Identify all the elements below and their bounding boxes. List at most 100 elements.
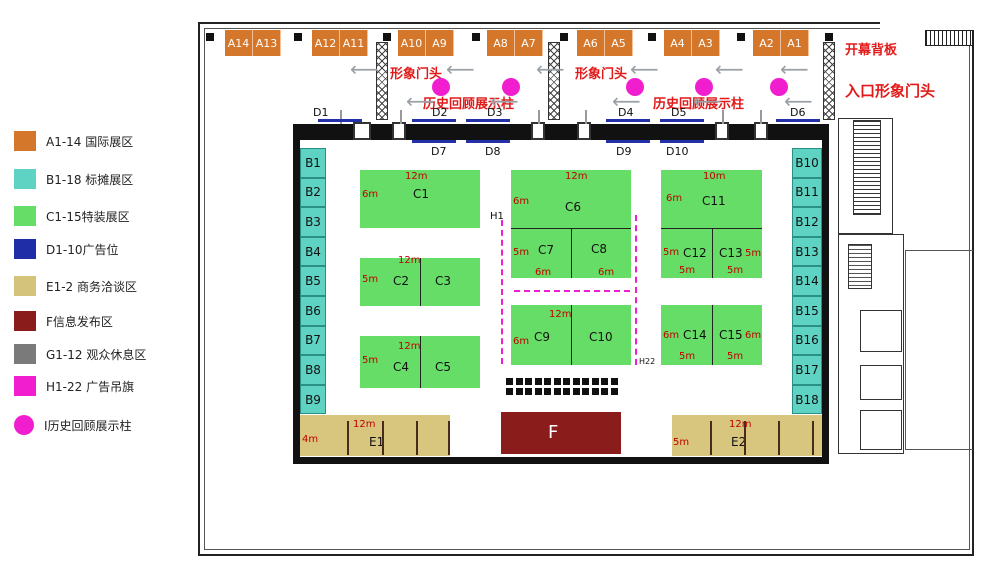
booth-c1[interactable] — [360, 170, 480, 228]
booth-b8[interactable]: B8 — [300, 355, 326, 385]
booth-a3[interactable]: A3 — [692, 30, 720, 56]
booth-b10[interactable]: B10 — [792, 148, 822, 178]
ad-d8-bar[interactable] — [466, 140, 510, 143]
divider-c14-c15 — [712, 305, 713, 365]
ad-d5-bar[interactable] — [660, 119, 704, 122]
booth-a12[interactable]: A12 — [312, 30, 340, 56]
history-pillar[interactable] — [626, 78, 644, 96]
history-pillar[interactable] — [695, 78, 713, 96]
booth-c5-label: C5 — [435, 360, 452, 374]
booth-b17[interactable]: B17 — [792, 355, 822, 385]
booth-a6[interactable]: A6 — [577, 30, 605, 56]
seat — [610, 378, 618, 385]
legend-label: D1-10广告位 — [46, 242, 119, 257]
booth-b9[interactable]: B9 — [300, 384, 326, 415]
ad-d7-bar[interactable] — [412, 140, 456, 143]
right-escalator — [848, 244, 872, 289]
booth-b3[interactable]: B3 — [300, 207, 326, 237]
booth-b11[interactable]: B11 — [792, 177, 822, 208]
booth-b6[interactable]: B6 — [300, 296, 326, 326]
ad-d2-bar[interactable] — [412, 119, 456, 122]
left-arrow-icon: ⟵ — [693, 89, 722, 113]
booth-a1[interactable]: A1 — [781, 30, 809, 56]
booth-c10-label: C10 — [589, 330, 613, 344]
booth-b5[interactable]: B5 — [300, 266, 326, 296]
right-room-2 — [860, 365, 902, 400]
ad-d3-label: D3 — [487, 106, 503, 119]
main-hall-top-wall — [293, 124, 829, 140]
ad-d3-bar[interactable] — [466, 119, 510, 122]
booth-c1-label: C1 — [413, 187, 430, 201]
legend-swatch — [14, 276, 36, 296]
booth-c7-label: C7 — [538, 243, 555, 257]
zone-e2[interactable] — [672, 415, 822, 456]
zone-e1-label: E1 — [369, 435, 385, 449]
ad-d10-label: D10 — [666, 145, 689, 158]
dim-c7-w: 6m — [535, 267, 552, 278]
booth-b13[interactable]: B13 — [792, 236, 822, 267]
zone-f-label: F — [548, 422, 559, 443]
booth-a9[interactable]: A9 — [426, 30, 454, 56]
e-post — [778, 421, 780, 455]
entrance-stairs — [853, 120, 881, 215]
ad-d10-bar[interactable] — [660, 140, 704, 143]
legend-swatch — [14, 131, 36, 151]
truss-tower — [376, 42, 388, 120]
booth-a14[interactable]: A14 — [225, 30, 253, 56]
booth-c14-c15[interactable] — [661, 305, 762, 365]
left-arrow-icon: ⟵ — [630, 57, 659, 81]
booth-a2[interactable]: A2 — [753, 30, 781, 56]
legend-item: C1-15特装展区 — [14, 205, 130, 227]
booth-b15[interactable]: B15 — [792, 296, 822, 326]
booth-a10[interactable]: A10 — [398, 30, 426, 56]
gate-label-1: 形象门头 — [390, 67, 443, 82]
legend-label: G1-12 观众休息区 — [46, 347, 147, 362]
history-pillar[interactable] — [432, 78, 450, 96]
main-hall — [293, 124, 829, 464]
booth-a7[interactable]: A7 — [515, 30, 543, 56]
history-label-2: 历史回顾展示柱 — [653, 97, 745, 112]
ad-d1-bar[interactable] — [318, 119, 362, 122]
wall-post — [472, 33, 480, 41]
booth-b18[interactable]: B18 — [792, 384, 822, 415]
legend-item: E1-2 商务洽谈区 — [14, 275, 137, 297]
entrance-label: 入口形象门头 — [845, 82, 936, 100]
booth-b14[interactable]: B14 — [792, 266, 822, 296]
ad-d9-bar[interactable] — [606, 140, 650, 143]
booth-a5[interactable]: A5 — [605, 30, 633, 56]
booth-c6[interactable] — [511, 170, 631, 228]
wall-column — [715, 122, 729, 140]
booth-b1[interactable]: B1 — [300, 148, 326, 178]
booth-a11[interactable]: A11 — [340, 30, 368, 56]
booth-b12[interactable]: B12 — [792, 207, 822, 237]
wall-post — [737, 33, 745, 41]
booth-b7[interactable]: B7 — [300, 325, 326, 356]
booth-b16[interactable]: B16 — [792, 325, 822, 356]
dim-c6-w: 12m — [565, 171, 588, 182]
booth-b4[interactable]: B4 — [300, 236, 326, 267]
dim-c15-w: 5m — [727, 351, 744, 362]
zone-f[interactable] — [501, 412, 621, 454]
history-pillar[interactable] — [770, 78, 788, 96]
zone-e1[interactable] — [300, 415, 450, 456]
booth-c12-c13[interactable] — [661, 228, 762, 278]
legend-label: B1-18 标摊展区 — [46, 172, 134, 187]
e-post — [812, 421, 814, 455]
ad-d6-bar[interactable] — [776, 119, 820, 122]
booth-a13[interactable]: A13 — [253, 30, 281, 56]
wall-post — [383, 33, 391, 41]
legend-item: A1-14 国际展区 — [14, 130, 133, 152]
booth-c11[interactable] — [661, 170, 762, 228]
history-pillar[interactable] — [502, 78, 520, 96]
seat — [525, 388, 532, 395]
seat — [582, 378, 589, 385]
dim-c12-w: 5m — [679, 265, 696, 276]
booth-a4[interactable]: A4 — [664, 30, 692, 56]
legend-label: I历史回顾展示柱 — [44, 418, 132, 433]
ad-d4-bar[interactable] — [606, 119, 650, 122]
dim-c6-h: 6m — [513, 196, 530, 207]
booth-b2[interactable]: B2 — [300, 177, 326, 208]
booth-a8[interactable]: A8 — [487, 30, 515, 56]
legend-item: D1-10广告位 — [14, 238, 118, 260]
left-arrow-icon: ⟵ — [350, 57, 379, 81]
